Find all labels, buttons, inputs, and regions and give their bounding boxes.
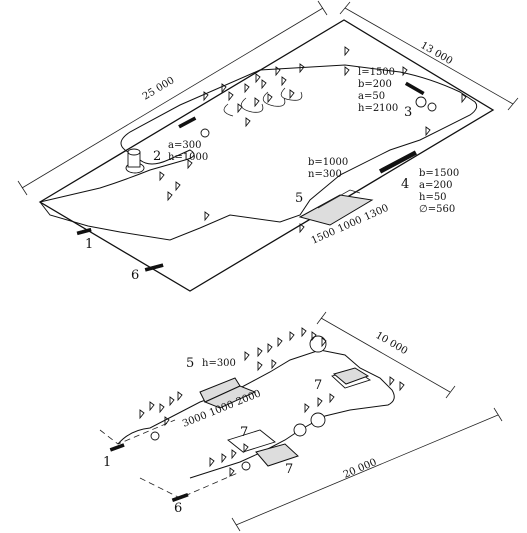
spec-4-line3: h=50 — [419, 192, 447, 203]
label-2: 2 — [153, 149, 161, 164]
bottom-course-path — [117, 349, 395, 479]
bottom-dim-length-label: 20 000 — [342, 457, 379, 481]
top-dim-length: 25 000 — [17, 0, 328, 196]
spec-4-line4: ∅=560 — [419, 204, 455, 215]
top-course-path — [39, 64, 478, 241]
bottom-dim-width-label: 10 000 — [374, 330, 410, 357]
ramp-5-dim-c: 1300 — [363, 203, 391, 223]
bottom-label-6: 6 — [174, 501, 182, 516]
spec-4-line1: b=1500 — [419, 168, 459, 179]
label-4: 4 — [401, 177, 409, 192]
label-5: 5 — [295, 191, 303, 206]
bottom-spec-5: h=300 — [202, 358, 236, 369]
obstacle-3 — [415, 96, 437, 112]
spec-2-line2: h=1000 — [168, 152, 208, 163]
bottom-ramp-dim-a: 3000 — [181, 410, 209, 430]
spec-3-line1: l=1500 — [358, 67, 395, 78]
bottom-dim-width: 10 000 — [316, 311, 456, 399]
spec-2-line1: a=300 — [168, 140, 201, 151]
label-6: 6 — [131, 268, 139, 283]
spec-3-line2: b=200 — [358, 79, 392, 90]
ramp-5 — [298, 189, 374, 226]
bottom-label-5: 5 — [186, 356, 194, 371]
label-1: 1 — [85, 237, 93, 252]
bottom-ramp-5 — [199, 377, 257, 409]
top-boundary — [38, 19, 495, 292]
spec-4-line2: a=200 — [419, 180, 452, 191]
top-flags — [159, 46, 467, 234]
bottom-label-1: 1 — [103, 455, 111, 470]
spec-3-line3: a=50 — [358, 91, 385, 102]
bottom-label-7-right: 7 — [314, 378, 322, 393]
plate-7-right — [331, 367, 372, 389]
ramp-5-dim-a: 1500 — [310, 226, 338, 246]
plate-7-left — [227, 429, 299, 467]
bottom-flags — [139, 327, 405, 478]
spec-5-line2: n=300 — [308, 169, 342, 180]
bottom-dim-length: 20 000 — [231, 407, 503, 532]
bottom-label-7-top: 7 — [240, 425, 248, 440]
spec-5-line1: b=1000 — [308, 157, 348, 168]
label-3: 3 — [404, 105, 412, 120]
obstacle-2 — [125, 128, 210, 174]
top-plan: 25 000 13 000 — [17, 0, 519, 292]
bottom-plan: 10 000 20 000 — [99, 311, 503, 532]
bottom-label-7-bottom: 7 — [285, 462, 293, 477]
top-dim-width-label: 13 000 — [419, 40, 455, 67]
spec-3-line4: h=2100 — [358, 103, 398, 114]
